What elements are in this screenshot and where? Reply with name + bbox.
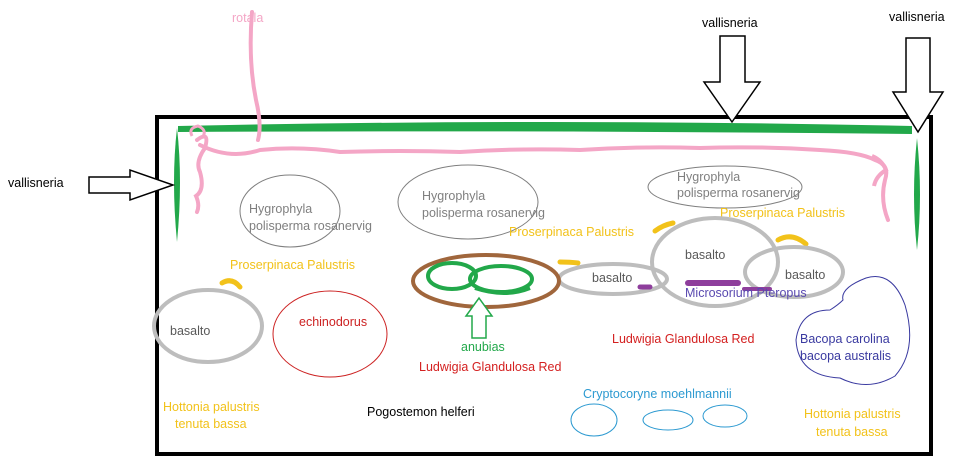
hygrophyla-right-label-2: polisperma rosanervig (677, 186, 800, 200)
cryptocoryne-clump-2 (642, 409, 694, 431)
proserpinaca-right-label: Proserpinaca Palustris (720, 206, 845, 220)
hygrophyla-right-label-1: Hygrophyla (677, 170, 740, 184)
cryptocoryne-clump-1 (570, 403, 618, 437)
hygrophyla-center-label-2: polisperma rosanervig (422, 206, 545, 220)
vallisneria-left-blade (174, 128, 180, 242)
hottonia-left-label-2: tenuta bassa (175, 417, 247, 431)
hottonia-right-label-2: tenuta bassa (816, 425, 888, 439)
bacopa-outline (795, 276, 911, 385)
hygrophyla-left-label-1: Hygrophyla (249, 202, 312, 216)
vallisneria-arrow-right (891, 37, 945, 134)
echinodorus-outline (272, 290, 388, 378)
rotala-label: rotala (232, 11, 263, 25)
microsorium-label: Microsorium Pteropus (685, 286, 807, 300)
proserpinaca-center-mark-2 (557, 259, 581, 266)
vallisneria-top-band (178, 122, 912, 134)
rotala-curl-right (871, 154, 889, 187)
pogostemon-label: Pogostemon helferi (367, 405, 475, 419)
hygrophyla-left-label-2: polisperma rosanervig (249, 219, 372, 233)
hygrophyla-center-outline (397, 164, 539, 240)
vallisneria-label-top-right: vallisneria (889, 10, 945, 24)
rotala-curl-left (189, 124, 206, 139)
bacopa-label-2: bacopa australis (800, 349, 891, 363)
bacopa-label-1: Bacopa carolina (800, 332, 890, 346)
basalto-left-label: basalto (170, 324, 210, 338)
anubias-arrow (464, 296, 494, 339)
proserpinaca-center-mark-1 (652, 220, 676, 234)
ludwigia-right-label: Ludwigia Glandulosa Red (612, 332, 755, 346)
vallisneria-label-top-center: vallisneria (702, 16, 758, 30)
proserpinaca-center-label: Proserpinaca Palustris (509, 225, 634, 239)
basalto-big-stone (650, 216, 780, 308)
anubias-loop-1 (426, 261, 478, 291)
hygrophyla-right-outline (647, 165, 803, 209)
basalto-right-stone (743, 245, 845, 299)
cryptocoryne-clump-3 (702, 404, 748, 428)
basalto-right-label: basalto (785, 268, 825, 282)
vallisneria-arrow-center (702, 35, 762, 124)
cryptocoryne-label: Cryptocoryne moehlmannii (583, 387, 732, 401)
vallisneria-label-left: vallisneria (8, 176, 64, 190)
hottonia-right-label-1: Hottonia palustris (804, 407, 901, 421)
anubias-label: anubias (461, 340, 505, 354)
echinodorus-label: echinodorus (299, 315, 367, 329)
hygrophyla-left-outline (239, 174, 341, 248)
hottonia-left-label-1: Hottonia palustris (163, 400, 260, 414)
basalto-center-label: basalto (592, 271, 632, 285)
proserpinaca-right-mark (775, 234, 809, 247)
proserpinaca-left-label: Proserpinaca Palustris (230, 258, 355, 272)
tank-frame (155, 115, 933, 456)
vallisneria-arrow-left (88, 168, 176, 202)
basalto-big-label: basalto (685, 248, 725, 262)
anubias-loop-3 (474, 286, 531, 295)
vallisneria-right-blade (914, 138, 920, 250)
basalto-left-stone (152, 288, 264, 364)
proserpinaca-left-mark (219, 278, 243, 290)
root-ring (411, 253, 561, 309)
hygrophyla-center-label-1: Hygrophyla (422, 189, 485, 203)
ludwigia-center-label: Ludwigia Glandulosa Red (419, 360, 562, 374)
